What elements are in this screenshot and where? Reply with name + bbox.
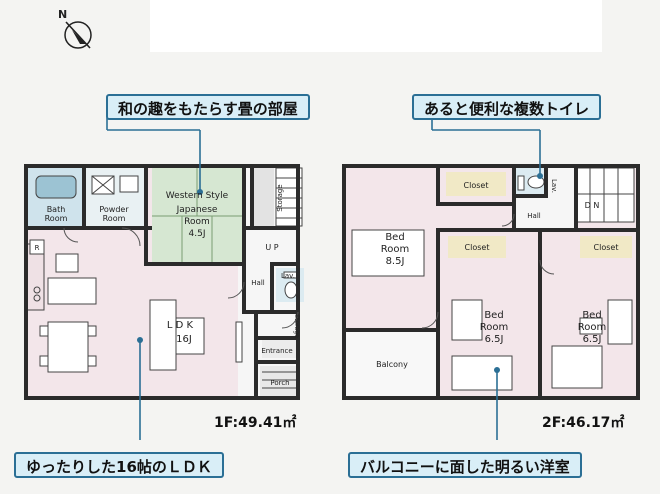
bed-room-c-label: Bed	[582, 310, 601, 321]
closet-c-label: Closet	[594, 243, 619, 252]
storage-1f	[254, 168, 274, 226]
balcony-label: Balcony	[376, 360, 408, 369]
bath-room-label: Bath	[47, 205, 66, 214]
bed-room-c-label-2: Room	[578, 322, 606, 333]
bed-room-b-label-2: Room	[480, 322, 508, 333]
bed-room-a-label: Bed	[385, 232, 404, 243]
hall-1f-label: Hall	[251, 279, 264, 287]
porch-label: Porch	[270, 379, 289, 387]
closet-b	[448, 236, 506, 258]
header-blank	[150, 0, 602, 52]
closet-b-label: Closet	[465, 243, 490, 252]
porch	[260, 366, 300, 398]
bed-room-b-label: Bed	[484, 310, 503, 321]
lav-2f-label: Lav.	[550, 179, 558, 193]
storage-label: Storage	[276, 184, 284, 211]
bath-room-label-2: Room	[45, 214, 68, 223]
lav-1f-label: Lav.	[281, 272, 295, 280]
entrance-label: Entrance	[261, 347, 292, 355]
callout-ldk: ゆったりした16帖のＬＤＫ	[14, 452, 224, 478]
dn-label: D N	[585, 201, 600, 210]
closet-c	[580, 236, 632, 258]
japanese-room-label-2: Room	[184, 217, 210, 227]
powder-room-label-2: Room	[103, 214, 126, 223]
floor-2-area: 2F:46.17㎡	[542, 415, 625, 431]
bed-room-b-size: 6.5J	[485, 334, 504, 345]
compass-north-label: N	[58, 8, 67, 21]
closet-a-label: Closet	[464, 181, 489, 190]
bed-room-a-label-2: Room	[381, 244, 409, 255]
balcony	[344, 330, 436, 398]
compass-icon: N	[58, 8, 92, 49]
hall-2f-label: Hall	[527, 212, 540, 220]
storage-2-label: Storage	[293, 314, 300, 338]
ldk-size: 16J	[176, 334, 192, 345]
bed-room-a-size: 8.5J	[386, 256, 405, 267]
leader-lines	[106, 118, 541, 440]
callout-tatami-room: 和の趣をもたらす畳の部屋	[106, 94, 310, 120]
entrance	[262, 340, 296, 358]
floor-1-plan	[24, 164, 304, 400]
japanese-room-label: Japanese	[176, 205, 218, 215]
ldk-label: L D K	[167, 320, 194, 331]
western-style-label: Western Style	[166, 191, 229, 201]
callout-toilets: あると便利な複数トイレ	[412, 94, 602, 120]
floor-1-area: 1F:49.41㎡	[214, 415, 297, 431]
powder-room-label: Powder	[99, 205, 129, 214]
japanese-room-size: 4.5J	[189, 229, 206, 239]
bed-room-c-size: 6.5J	[583, 334, 602, 345]
callout-western-room: バルコニーに面した明るい洋室	[348, 452, 582, 478]
up-label: U P	[265, 243, 278, 252]
closet-a	[446, 172, 506, 196]
refrigerator-label: R	[35, 244, 40, 252]
